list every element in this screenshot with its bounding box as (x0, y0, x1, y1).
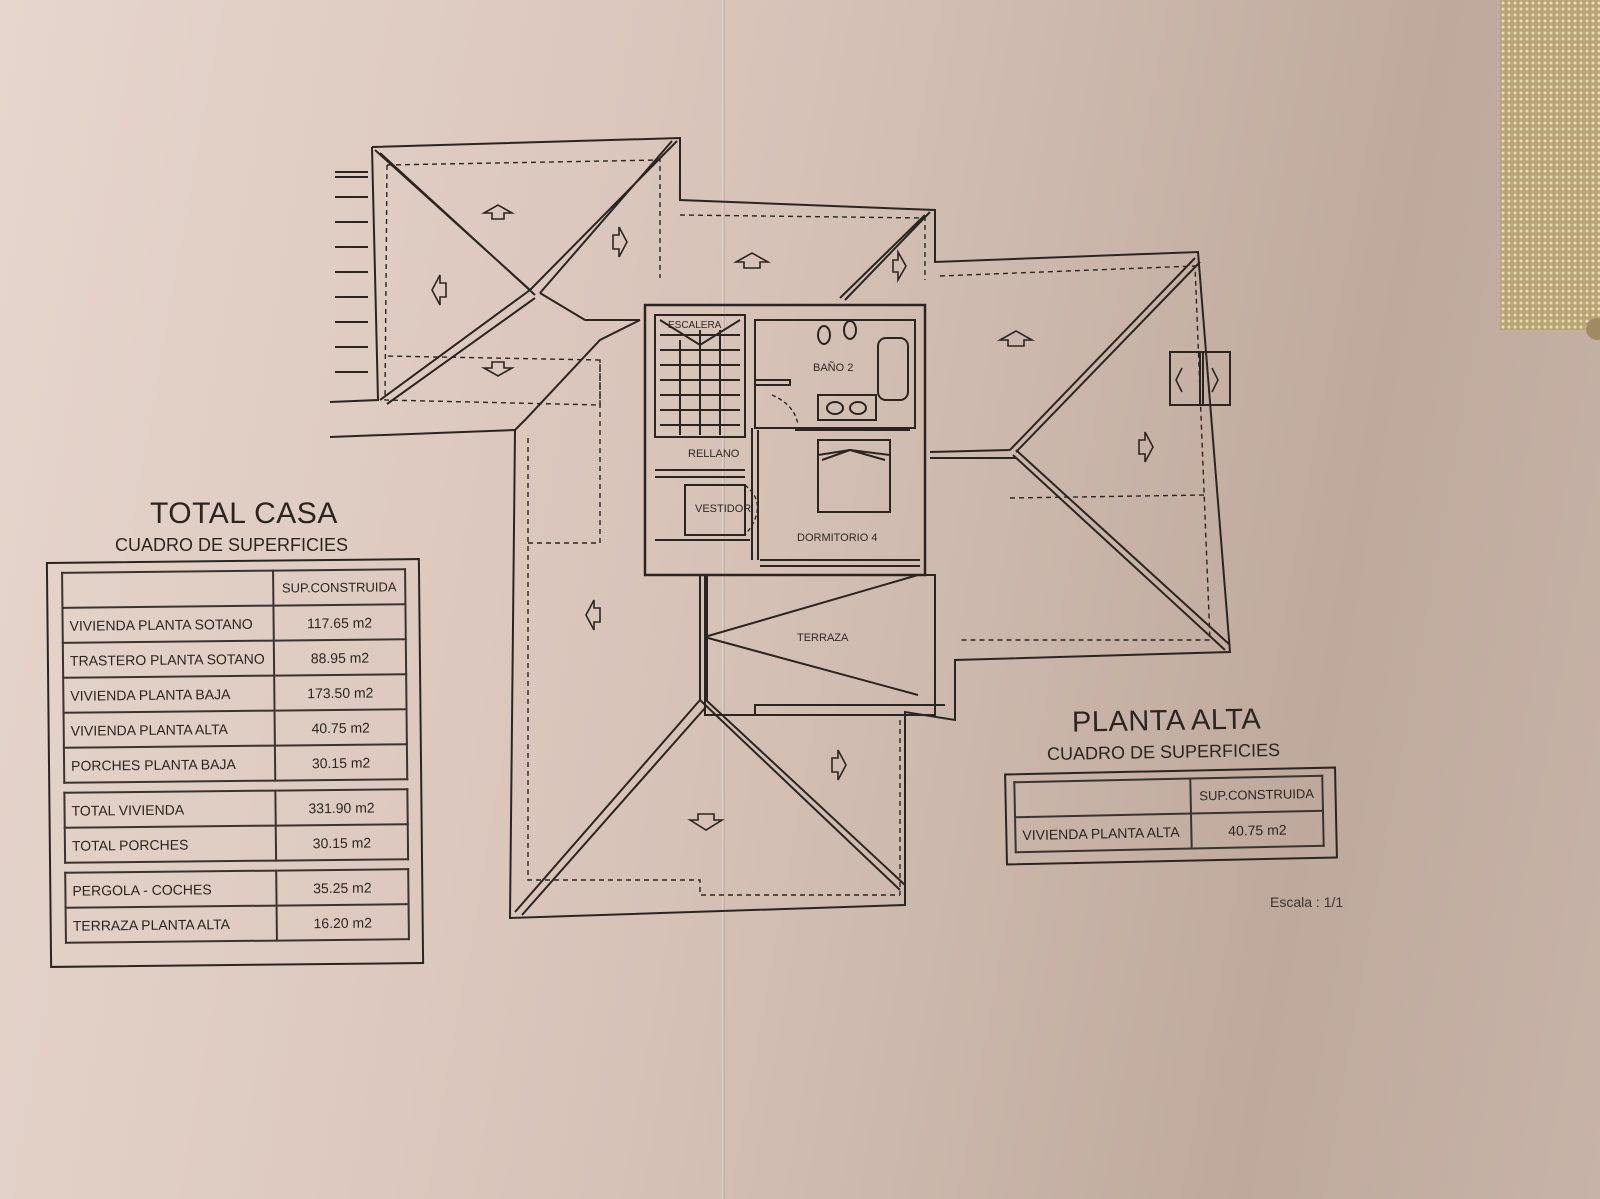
row-value: 30.15 m2 (275, 824, 409, 861)
table-row: PORCHES PLANTA BAJA 30.15 m2 (63, 744, 408, 783)
row-label: TRASTERO PLANTA SOTANO (62, 640, 275, 678)
row-label: VIVIENDA PLANTA SOTANO (62, 605, 274, 643)
row-label: PERGOLA - COCHES (65, 870, 277, 908)
row-label: VIVIENDA PLANTA BAJA (63, 675, 275, 713)
background-mesh (1500, 0, 1600, 330)
paper-fold-line (722, 0, 725, 1199)
room-label-terraza: TERRAZA (797, 632, 849, 644)
column-header: SUP.CONSTRUIDA (273, 569, 406, 606)
row-label: TOTAL VIVIENDA (64, 790, 276, 828)
table-row: TERRAZA PLANTA ALTA 16.20 m2 (65, 904, 409, 943)
punch-hole (1586, 318, 1600, 340)
table-row: TRASTERO PLANTA SOTANO 88.95 m2 (62, 639, 407, 678)
row-value: 16.20 m2 (276, 904, 409, 941)
row-label: TOTAL PORCHES (64, 825, 277, 863)
room-label-rellano: RELLANO (688, 448, 740, 460)
row-value: 331.90 m2 (275, 789, 408, 826)
row-value: 35.25 m2 (276, 869, 409, 906)
row-label: VIVIENDA PLANTA ALTA (1015, 813, 1192, 853)
planta-alta-title: PLANTA ALTA (1071, 703, 1262, 739)
table-row: TOTAL VIVIENDA 331.90 m2 (64, 789, 408, 828)
room-label-dormitorio: DORMITORIO 4 (797, 532, 878, 544)
room-label-escalera: ESCALERA (668, 320, 722, 331)
table-row: TOTAL PORCHES 30.15 m2 (64, 824, 409, 863)
planta-alta-subtitle: CUADRO DE SUPERFICIES (1046, 739, 1281, 765)
total-casa-table: SUP.CONSTRUIDA VIVIENDA PLANTA SOTANO 11… (61, 568, 410, 944)
row-value: 117.65 m2 (273, 604, 406, 641)
header-empty-cell (62, 570, 274, 608)
table-row: VIVIENDA PLANTA ALTA 40.75 m2 (1015, 810, 1324, 853)
row-value: 88.95 m2 (273, 639, 407, 676)
table-row: VIVIENDA PLANTA SOTANO 117.65 m2 (62, 604, 406, 643)
room-label-vestidor: VESTIDOR (695, 503, 752, 515)
table-row: VIVIENDA PLANTA ALTA 40.75 m2 (63, 709, 407, 748)
scale-note: Escala : 1/1 (1270, 894, 1344, 910)
row-value: 40.75 m2 (1190, 810, 1324, 849)
row-value: 30.15 m2 (274, 744, 408, 781)
table-header-row: SUP.CONSTRUIDA (62, 569, 406, 608)
planta-alta-table: SUP.CONSTRUIDA VIVIENDA PLANTA ALTA 40.7… (1013, 775, 1324, 853)
room-label-bano: BAÑO 2 (813, 362, 854, 374)
row-label: VIVIENDA PLANTA ALTA (63, 710, 275, 748)
row-value: 40.75 m2 (274, 709, 407, 746)
column-header: SUP.CONSTRUIDA (1190, 775, 1323, 814)
total-casa-subtitle: CUADRO DE SUPERFICIES (115, 535, 349, 555)
row-label: PORCHES PLANTA BAJA (63, 745, 276, 783)
row-value: 173.50 m2 (274, 674, 407, 711)
header-empty-cell (1014, 778, 1191, 818)
table-row: PERGOLA - COCHES 35.25 m2 (65, 869, 409, 908)
total-casa-title: TOTAL CASA (150, 497, 338, 530)
row-label: TERRAZA PLANTA ALTA (65, 905, 277, 943)
table-row: VIVIENDA PLANTA BAJA 173.50 m2 (63, 674, 407, 713)
